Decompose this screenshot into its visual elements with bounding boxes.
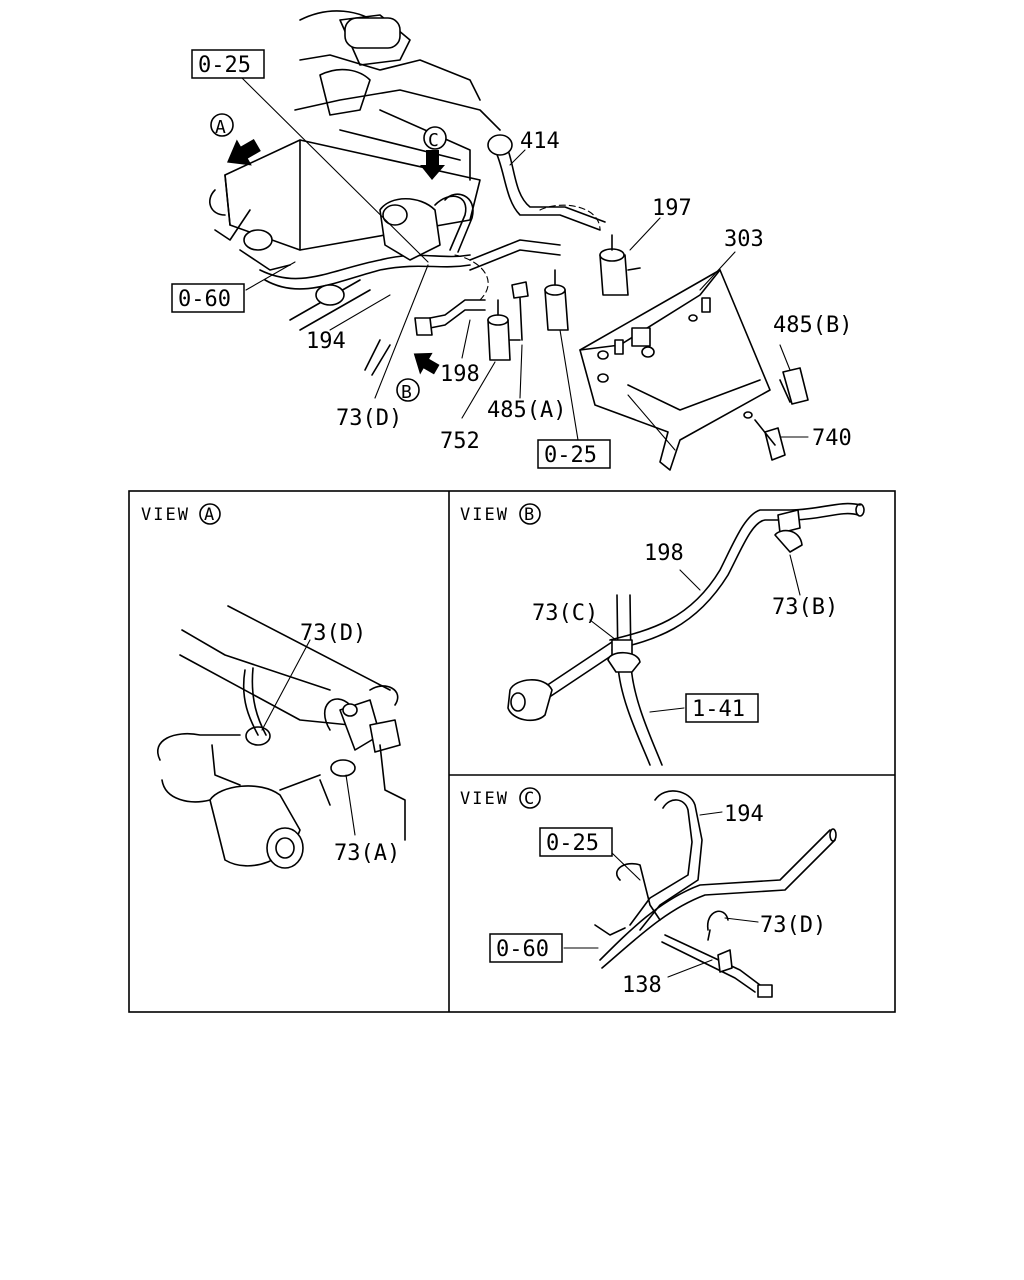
view-b-73b-label: 73(B) — [772, 595, 838, 620]
view-c-ref-0-60: 0-60 — [496, 937, 549, 962]
part-485b-label: 485(B) — [773, 313, 852, 338]
engine-assembly-drawing — [209, 10, 809, 471]
view-c-panel: VIEW C 194 0-25 73(D) 0-60 138 — [460, 787, 837, 998]
part-303-label: 303 — [724, 227, 764, 252]
view-a-73a-label: 73(A) — [334, 841, 400, 866]
view-b-198-label: 198 — [644, 541, 684, 566]
ref-box-0-25-bottom — [537, 439, 611, 469]
part-198-label: 198 — [440, 362, 480, 387]
ref-box-1-41 — [685, 693, 759, 723]
ref-0-25-top: 0-25 — [198, 53, 251, 78]
view-marker-a-letter: A — [215, 117, 226, 138]
view-b-title: VIEW — [460, 505, 509, 525]
part-194-label: 194 — [306, 329, 346, 354]
part-197-label: 197 — [652, 196, 692, 221]
ref-box-view-c-0-60 — [489, 933, 563, 963]
view-panels-frame — [128, 490, 896, 1013]
view-arrow-b: B — [396, 352, 440, 403]
view-marker-c-letter: C — [428, 130, 439, 151]
view-c-letter: C — [524, 789, 534, 809]
view-a-title: VIEW — [141, 505, 190, 525]
part-485a-label: 485(A) — [487, 398, 566, 423]
view-c-194-label: 194 — [724, 802, 764, 827]
view-c-73d-label: 73(D) — [760, 913, 826, 938]
view-arrow-c: C — [420, 126, 447, 180]
ref-0-60: 0-60 — [178, 287, 231, 312]
view-b-panel: VIEW B 198 73(C) 73(B) 1-41 — [460, 502, 865, 766]
ref-box-0-60 — [171, 283, 245, 313]
ref-box-view-c-0-25 — [539, 827, 613, 857]
view-a-panel: VIEW A 73(D) 73(A) — [141, 503, 406, 869]
part-73d-label: 73(D) — [336, 406, 402, 431]
top-callouts: 0-25 0-60 0-25 414 197 303 485(B) 740 19… — [171, 49, 852, 469]
part-740-label: 740 — [812, 426, 852, 451]
view-c-138-label: 138 — [622, 973, 662, 998]
view-b-letter: B — [524, 505, 534, 525]
view-b-ref-1-41: 1-41 — [692, 697, 745, 722]
view-marker-b-letter: B — [401, 382, 412, 403]
view-b-73c-label: 73(C) — [532, 601, 598, 626]
view-c-ref-0-25: 0-25 — [546, 831, 599, 856]
view-a-letter: A — [204, 505, 214, 525]
top-leader-lines — [241, 77, 809, 441]
view-arrow-a: A — [210, 113, 261, 166]
ref-box-0-25-top — [191, 49, 265, 79]
part-752-label: 752 — [440, 429, 480, 454]
ref-0-25-bottom: 0-25 — [544, 443, 597, 468]
view-a-73d-label: 73(D) — [300, 621, 366, 646]
part-414-label: 414 — [520, 129, 560, 154]
view-c-title: VIEW — [460, 789, 509, 809]
